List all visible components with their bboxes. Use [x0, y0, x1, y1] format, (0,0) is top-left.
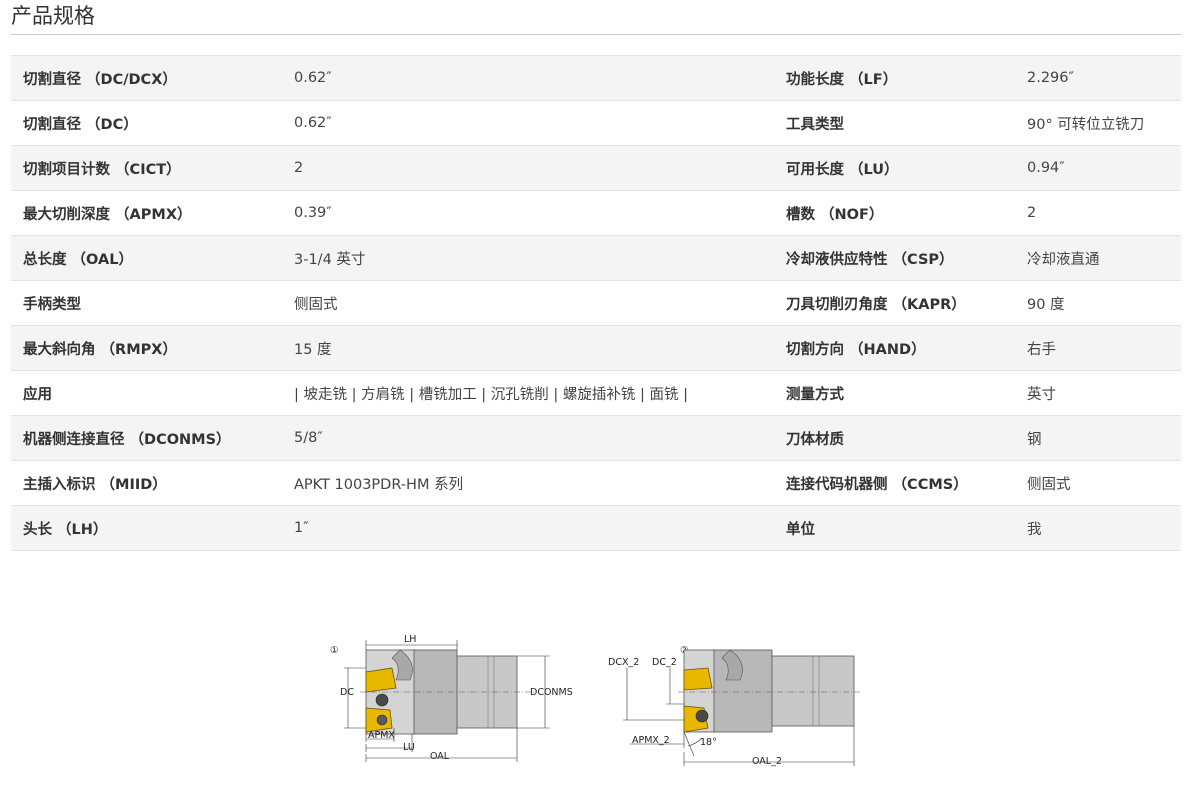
- spec-value: 1″: [294, 520, 309, 536]
- spec-label: 冷却液供应特性 （CSP）: [786, 251, 954, 268]
- spec-label: 单位: [786, 521, 815, 538]
- spec-value: 2: [1027, 205, 1037, 221]
- dim-dconms: DCONMS: [530, 687, 573, 698]
- spec-label: 刀体材质: [786, 431, 844, 448]
- dim-dc-2: DC_2: [652, 657, 677, 668]
- spec-label: 切割方向 （HAND）: [786, 341, 926, 358]
- spec-label: 可用长度 （LU）: [786, 161, 899, 178]
- spec-row: 应用 | 坡走铣 | 方肩铣 | 槽铣加工 | 沉孔铣削 | 螺旋插补铣 | 面铣…: [11, 371, 1181, 416]
- dim-apmx: APMX: [368, 730, 395, 741]
- spec-row: 最大斜向角 （RMPX） 15 度 切割方向 （HAND） 右手: [11, 326, 1181, 371]
- tool-dimension-drawing: ① LH DC DCONMS APMX: [330, 634, 860, 767]
- spec-value: 我: [1027, 521, 1042, 538]
- spec-value: 90° 可转位立铣刀: [1027, 116, 1145, 133]
- figure-1: ① LH DC DCONMS APMX: [330, 634, 573, 762]
- spec-value: 5/8″: [294, 430, 323, 446]
- spec-label: 手柄类型: [23, 296, 81, 313]
- dim-lh: LH: [404, 634, 416, 645]
- spec-row: 手柄类型 侧固式 刀具切削刃角度 （KAPR） 90 度: [11, 281, 1181, 326]
- spec-value: 2.296″: [1027, 70, 1074, 86]
- spec-value: 0.62″: [294, 70, 332, 86]
- spec-value: | 坡走铣 | 方肩铣 | 槽铣加工 | 沉孔铣削 | 螺旋插补铣 | 面铣 |: [294, 386, 689, 403]
- spec-value: 冷却液直通: [1027, 251, 1100, 268]
- screw-icon: [695, 709, 709, 723]
- dim-apmx-2: APMX_2: [632, 735, 670, 746]
- spec-value: 0.62″: [294, 115, 332, 131]
- spec-value: 2: [294, 160, 304, 176]
- spec-label: 连接代码机器侧 （CCMS）: [786, 476, 968, 493]
- spec-label: 应用: [23, 386, 52, 403]
- spec-row: 机器侧连接直径 （DCONMS） 5/8″ 刀体材质 钢: [11, 416, 1181, 461]
- spec-row: 最大切削深度 （APMX） 0.39″ 槽数 （NOF） 2: [11, 191, 1181, 236]
- spec-label: 刀具切削刃角度 （KAPR）: [786, 296, 966, 313]
- spec-value: 15 度: [294, 341, 332, 358]
- spec-value: 0.39″: [294, 205, 332, 221]
- dim-dcx-2: DCX_2: [608, 657, 639, 668]
- spec-label: 切割项目计数 （CICT）: [23, 161, 181, 178]
- dim-oal: OAL: [430, 751, 450, 762]
- spec-label: 最大切削深度 （APMX）: [23, 206, 192, 223]
- spec-label: 功能长度 （LF）: [786, 71, 898, 88]
- spec-value: 侧固式: [1027, 476, 1071, 493]
- spec-label: 最大斜向角 （RMPX）: [23, 341, 177, 358]
- spec-table: 切割直径 （DC/DCX）0.62″功能长度 （LF）2.296″切割直径 （D…: [11, 55, 1181, 551]
- spec-value: 右手: [1027, 341, 1056, 358]
- spec-label: 槽数 （NOF）: [786, 206, 884, 223]
- screw-icon: [375, 693, 389, 707]
- insert-1: [365, 667, 397, 693]
- spec-value: APKT 1003PDR-HM 系列: [294, 476, 464, 493]
- spec-label: 主插入标识 （MIID）: [23, 476, 167, 493]
- spec-label: 测量方式: [786, 386, 844, 403]
- spec-value: 90 度: [1027, 296, 1065, 313]
- spec-label: 头长 （LH）: [23, 521, 108, 538]
- spec-row: 切割直径 （DC） 0.62″ 工具类型 90° 可转位立铣刀: [11, 101, 1181, 146]
- shank-2: [769, 655, 855, 727]
- spec-value: 钢: [1027, 431, 1042, 448]
- spec-row: 头长 （LH） 1″ 单位 我: [11, 506, 1181, 551]
- spec-value: 3-1/4 英寸: [294, 251, 366, 268]
- dim-lu: LU: [403, 742, 415, 753]
- spec-label: 切割直径 （DC）: [23, 116, 138, 133]
- spec-value: 侧固式: [294, 296, 338, 313]
- figure-2: ② DCX_2 DC_2 APMX_2 18° OAL_2: [608, 645, 860, 767]
- spec-label: 工具类型: [786, 116, 844, 133]
- spec-row: 切割直径 （DC/DCX） 0.62″ 功能长度 （LF） 2.296″: [11, 56, 1181, 101]
- page-title: 产品规格: [11, 4, 95, 28]
- spec-label: 总长度 （OAL）: [23, 251, 133, 268]
- spec-row: 主插入标识 （MIID） APKT 1003PDR-HM 系列 连接代码机器侧 （C…: [11, 461, 1181, 506]
- spec-row: 切割项目计数 （CICT） 2 可用长度 （LU） 0.94″: [11, 146, 1181, 191]
- spec-row: 总长度 （OAL） 3-1/4 英寸 冷却液供应特性 （CSP） 冷却液直通: [11, 236, 1181, 281]
- spec-label: 切割直径 （DC/DCX）: [23, 71, 177, 88]
- insert-3: [683, 667, 713, 691]
- dim-oal-2: OAL_2: [752, 756, 782, 767]
- dim-dc: DC: [340, 687, 354, 698]
- dim-angle-2: 18°: [700, 737, 717, 748]
- figure-1-marker: ①: [330, 645, 339, 656]
- tool-body-2: [711, 649, 773, 733]
- spec-value: 0.94″: [1027, 160, 1065, 176]
- spec-label: 机器侧连接直径 （DCONMS）: [23, 431, 231, 448]
- spec-value: 英寸: [1027, 386, 1056, 403]
- title-divider: [11, 34, 1181, 35]
